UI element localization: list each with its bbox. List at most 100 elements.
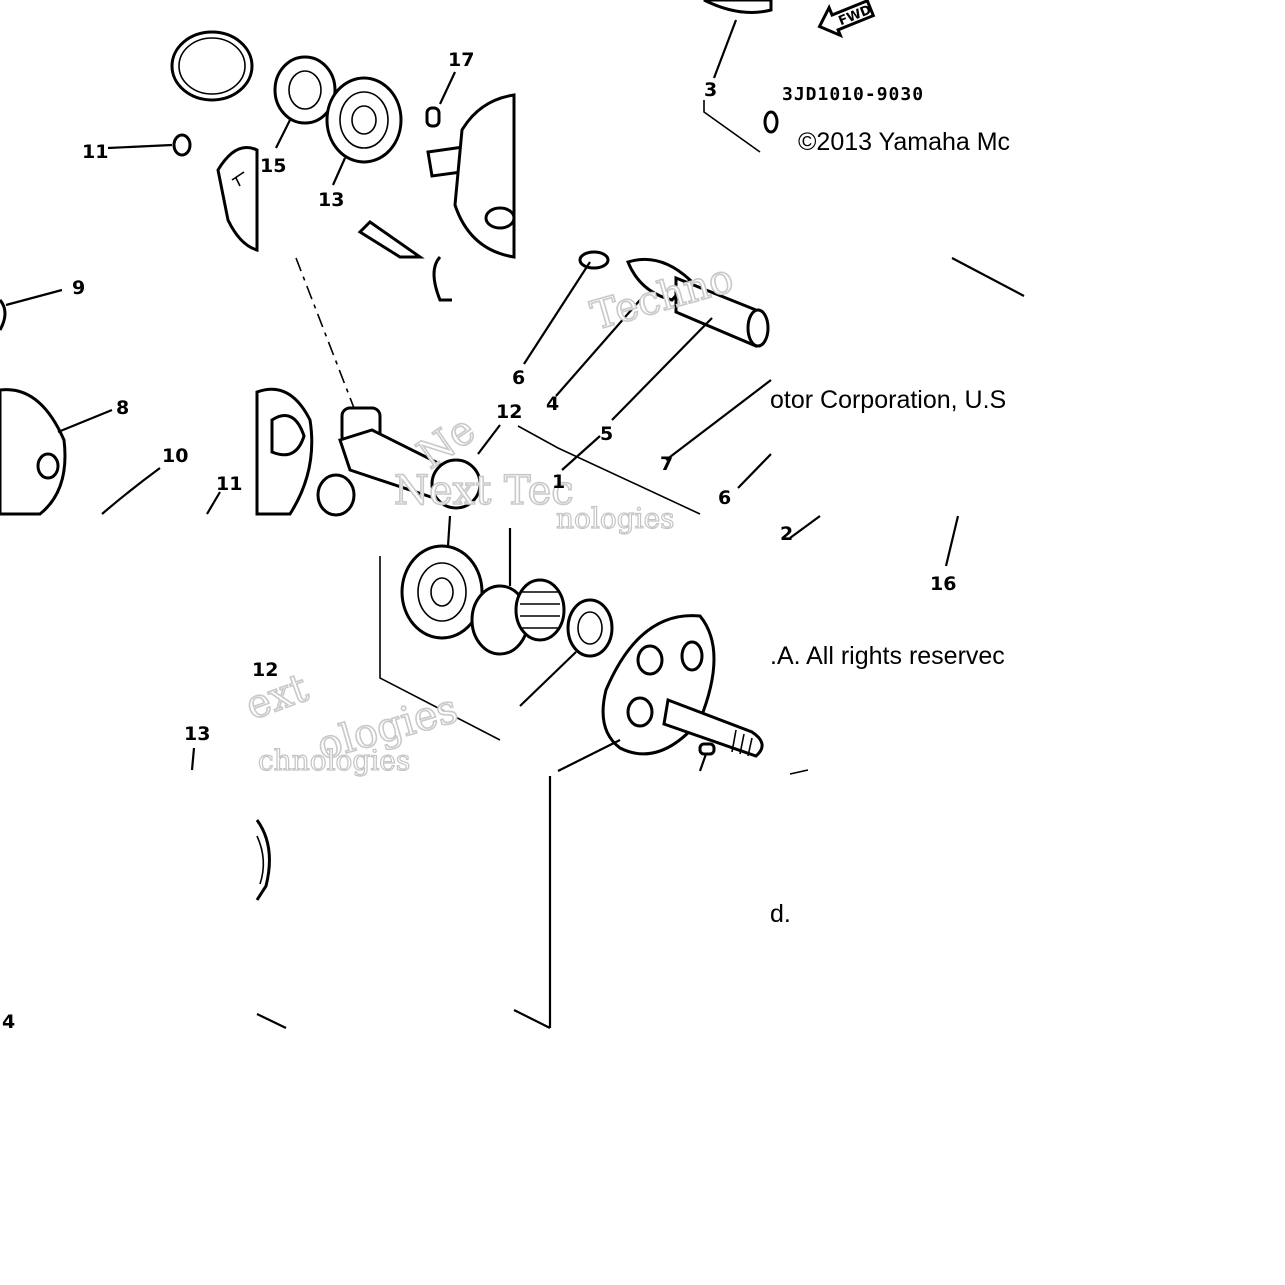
leader-6-a	[523, 261, 591, 365]
bracket-1	[517, 425, 701, 515]
callout-6: 6	[512, 367, 525, 389]
callout-17: 17	[448, 49, 474, 71]
reference-code: 3JD1010-9030	[782, 84, 924, 105]
tile-top-right-a	[703, 0, 779, 153]
circlip-middle	[432, 255, 452, 302]
leader-12-mid	[477, 424, 501, 455]
callout-6b: 6	[718, 487, 731, 509]
bearing-top-bore	[351, 105, 377, 135]
clip	[172, 133, 192, 157]
needle-bearing	[514, 578, 566, 642]
edge-part	[763, 110, 779, 134]
callout-8: 8	[116, 397, 129, 419]
centerline	[295, 257, 355, 409]
main-bearing	[400, 544, 484, 640]
leader-6-b	[737, 453, 772, 489]
copyright-fragment-2: otor Corporation, U.S	[770, 386, 1006, 414]
big-end-bearing	[430, 458, 482, 510]
woodruff-key-lower	[698, 742, 716, 756]
leader-2	[789, 515, 821, 539]
callout-5: 5	[600, 423, 613, 445]
leader-13	[331, 157, 347, 186]
leader-11-top	[107, 143, 173, 150]
copyright-fragment-1: ©2013 Yamaha Mc	[798, 128, 1010, 156]
piston-ring	[170, 30, 254, 102]
thrust-washer-lower	[566, 598, 614, 658]
tile-middle-left	[0, 288, 221, 516]
piston-body	[0, 388, 67, 516]
leader-washer	[519, 651, 577, 707]
copyright-fragment-4: d.	[770, 900, 791, 928]
web-hole-3	[626, 696, 654, 728]
oil-seal	[273, 55, 337, 125]
leader-15	[275, 119, 291, 149]
crank-web-partial	[453, 93, 516, 259]
tile-bottom-center: d.	[255, 776, 791, 1029]
bearing-top-race	[339, 91, 389, 149]
web-hole-1	[636, 644, 664, 676]
leader-main-bearing	[446, 515, 452, 547]
watermark-fragment: nologies	[556, 502, 675, 535]
callout-7: 7	[660, 453, 673, 475]
callout-1: 1	[552, 471, 565, 493]
leader-17	[439, 71, 456, 105]
bottom-line	[256, 1013, 287, 1029]
piston-pin-mark	[231, 171, 245, 187]
callout-16: 16	[930, 573, 956, 595]
tile-lower-left	[190, 747, 196, 771]
tile-lower-center: ext ologies chnologies	[239, 515, 530, 778]
callout-10: 10	[162, 445, 188, 467]
tile-lower-right-a	[514, 578, 764, 772]
tile-top-middle	[273, 55, 516, 302]
leader-1	[561, 435, 601, 471]
tile-middle-right-b: otor Corporation, U.S	[770, 257, 1025, 414]
thrust-washer-lower-inner	[577, 611, 603, 645]
leader-13-low	[190, 747, 196, 771]
bracket-lower	[379, 556, 501, 741]
clip-top	[578, 250, 610, 270]
leader-10	[101, 467, 161, 515]
callout-11b: 11	[216, 473, 242, 495]
callout-9: 9	[72, 277, 85, 299]
leader-5	[611, 317, 713, 421]
piston-ring-inner	[178, 37, 246, 95]
callout-2: 2	[780, 523, 793, 545]
callout-4: 4	[546, 393, 559, 415]
piston-pin-boss	[36, 452, 60, 480]
main-shaft-thread	[731, 729, 753, 757]
callout-12b: 12	[252, 659, 278, 681]
tile-top-left	[107, 30, 259, 253]
leader-9	[5, 288, 63, 307]
callout-13b: 13	[184, 723, 210, 745]
callout-4b: 4	[2, 1011, 15, 1033]
ring-edge	[0, 299, 7, 331]
bottom-line-b	[513, 1009, 551, 1029]
leader-3	[712, 19, 738, 79]
leader-4	[555, 299, 641, 397]
oil-seal-inner	[288, 70, 322, 110]
callout-13: 13	[318, 189, 344, 211]
callout-11: 11	[82, 141, 108, 163]
callout-numbers: 17 11 15 13 3 9 8 10 11 6 4 5 1 7 6 12 2…	[2, 49, 956, 1033]
edge-part-bottom-inner	[256, 835, 265, 885]
main-bearing-race	[417, 562, 467, 622]
callout-3: 3	[704, 79, 717, 101]
tile-middle-center: Next Tec Ne	[255, 257, 574, 517]
tile-lower-right-b: .A. All rights reservec	[770, 515, 1005, 775]
leader-11-mid	[206, 491, 221, 515]
callout-15: 15	[260, 155, 286, 177]
leader-16	[944, 515, 960, 567]
thrust-washer	[316, 473, 356, 517]
fwd-arrow-icon: FWD	[817, 0, 876, 39]
edge-tick	[789, 769, 809, 775]
crank-web-hole	[270, 414, 306, 457]
copyright-fragment-3: .A. All rights reservec	[770, 642, 1005, 670]
needle-bearing-rollers	[520, 591, 560, 629]
bearing-top	[325, 76, 403, 164]
woodruff-key	[425, 106, 441, 128]
tile-top-right-b: FWD 3JD1010-9030 ©2013 Yamaha Mc	[782, 0, 1010, 156]
watermark-fragment: chnologies	[258, 744, 410, 777]
web-hole-2	[680, 640, 704, 672]
main-shaft	[662, 697, 764, 758]
